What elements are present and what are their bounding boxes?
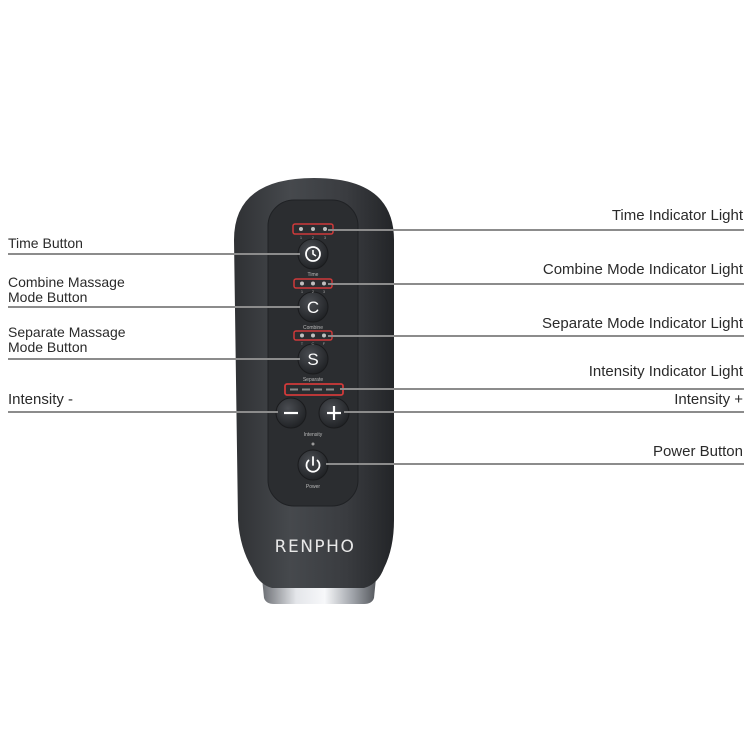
leader-time-indicator [328, 229, 744, 231]
combine-light-1 [300, 281, 304, 286]
time-light-1 [299, 227, 303, 231]
label-combine-indicator: Combine Mode Indicator Light [542, 261, 743, 278]
combine-button-letter: C [307, 298, 319, 317]
label-separate-button-line2: Mode Button [8, 339, 88, 355]
separate-mark-2: C [312, 341, 315, 346]
label-power-button: Power Button [652, 443, 743, 460]
time-caption: Time [308, 272, 319, 278]
leader-intensity-minus [8, 411, 278, 413]
time-mark-2: 2 [312, 235, 315, 240]
label-combine-button-line2: Mode Button [8, 289, 88, 305]
label-separate-button-line1: Separate Massage [8, 324, 126, 340]
separate-light-1 [300, 333, 304, 338]
brand-logo: RENPHO [275, 537, 356, 557]
leader-intensity-indicator [340, 388, 744, 390]
power-caption: Power [306, 484, 321, 490]
combine-mark-1: 1 [301, 289, 304, 294]
label-time-button: Time Button [8, 235, 83, 251]
separate-mark-1: T [301, 341, 304, 346]
label-separate-indicator: Separate Mode Indicator Light [542, 315, 743, 332]
leader-combine-indicator [328, 283, 744, 285]
separate-caption: Separate [303, 377, 324, 383]
time-mark-3: 3 [324, 235, 327, 240]
time-mark-1: 1 [300, 235, 303, 240]
combine-mark-3: 3 [323, 289, 326, 294]
combine-light-3 [322, 281, 326, 286]
label-combine-button-line1: Combine Massage [8, 274, 125, 290]
leader-separate-button [8, 358, 300, 360]
time-light-2 [311, 227, 315, 231]
plus-icon [327, 406, 341, 420]
leader-power [326, 463, 744, 465]
combine-light-2 [311, 281, 315, 286]
label-intensity-indicator: Intensity Indicator Light [588, 363, 743, 380]
intensity-caption: Intensity [304, 432, 323, 438]
separate-light-3 [322, 333, 326, 338]
leader-time-button [8, 253, 300, 255]
separate-button-letter: S [307, 350, 318, 369]
power-led [311, 442, 315, 446]
label-time-indicator: Time Indicator Light [611, 207, 743, 224]
leader-intensity-plus [344, 411, 744, 413]
separate-mark-3: F [323, 341, 326, 346]
label-intensity-plus: Intensity + [674, 391, 743, 408]
leader-separate-indicator [328, 335, 744, 337]
separate-light-2 [311, 333, 315, 338]
time-light-3 [323, 227, 327, 231]
leader-combine-button [8, 306, 300, 308]
label-intensity-minus: Intensity - [8, 391, 74, 408]
combine-caption: Combine [303, 325, 323, 331]
combine-mark-2: 2 [312, 289, 315, 294]
clock-icon [305, 246, 321, 262]
power-icon [305, 456, 321, 473]
